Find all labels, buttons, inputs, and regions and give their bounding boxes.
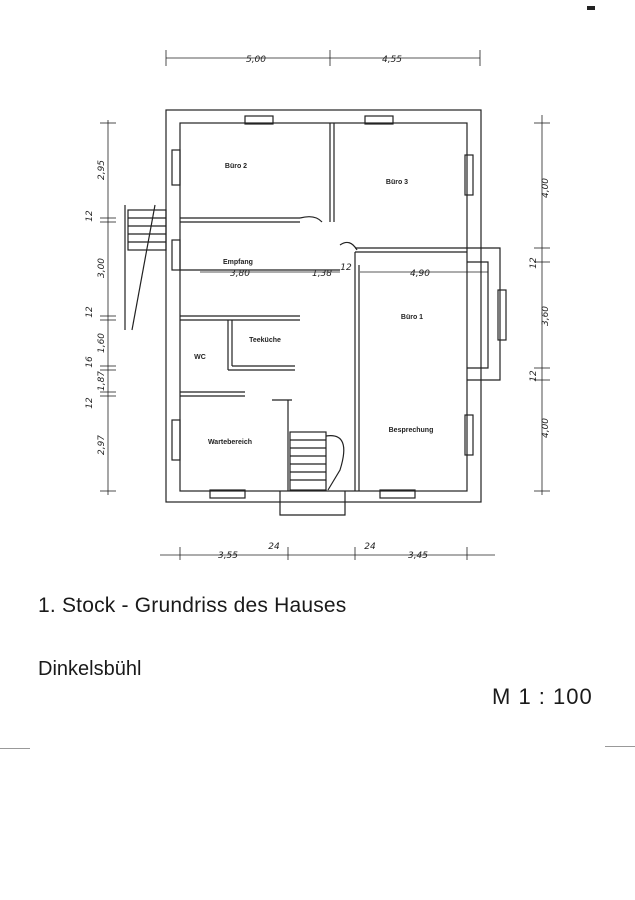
dim-right-3: 3,60	[541, 306, 551, 326]
dim-right-5: 4,00	[541, 418, 551, 438]
window-bottom-1	[209, 489, 246, 499]
window-left-2	[171, 239, 181, 271]
window-right-3	[497, 289, 507, 341]
window-left-1	[171, 149, 181, 186]
plan-scale: M 1 : 100	[492, 684, 593, 709]
room-empfang: Empfang	[223, 259, 253, 266]
dim-left-4: 12	[85, 306, 95, 318]
dim-left-7: 1,87	[97, 371, 107, 391]
dim-right-2: 12	[529, 257, 539, 269]
dim-bottom-left: 3,55	[218, 551, 238, 560]
dim-top-right: 4,55	[382, 55, 402, 65]
outer-wall-outer	[165, 109, 482, 503]
bump-out-inner	[467, 261, 489, 369]
dimension-lines	[100, 50, 550, 560]
dim-bottom-wall-right: 24	[364, 542, 376, 552]
edge-mark-left	[0, 748, 30, 749]
stair-curve	[325, 435, 345, 491]
window-right-1	[464, 154, 474, 196]
entry-outer	[279, 491, 346, 516]
dim-left-3: 3,00	[97, 258, 107, 278]
staircase	[289, 431, 327, 491]
dim-left-2: 12	[85, 210, 95, 222]
dim-left-8: 12	[85, 397, 95, 409]
dim-left-6: 16	[85, 356, 95, 368]
dim-left-9: 2,97	[97, 435, 107, 455]
window-top-1	[244, 115, 274, 125]
dim-empfang-gap: 1,38	[312, 269, 332, 279]
room-wc: WC	[194, 354, 206, 361]
dim-bottom-right: 3,45	[408, 551, 428, 560]
room-buero2: Büro 2	[225, 163, 247, 170]
dim-wall-mid: 12	[340, 263, 352, 273]
plan-walls	[124, 109, 507, 516]
dim-left-5: 1,60	[97, 333, 107, 353]
window-left-3	[171, 419, 181, 461]
outer-wall-inner	[179, 122, 468, 492]
dim-right-4: 12	[529, 370, 539, 382]
floor-plan: Büro 2 Büro 3 Empfang Teeküche WC Büro 1…	[85, 50, 551, 560]
edge-mark-right	[605, 746, 635, 747]
ext-stair	[127, 209, 167, 251]
dim-left-1: 2,95	[97, 160, 107, 180]
room-buero1: Büro 1	[401, 314, 423, 321]
bump-out-outer	[467, 247, 501, 381]
room-buero3: Büro 3	[386, 179, 408, 186]
room-wartebereich: Wartebereich	[208, 439, 252, 446]
window-right-2	[464, 414, 474, 456]
dim-bottom-wall-left: 24	[268, 542, 280, 552]
room-besprechung: Besprechung	[389, 427, 434, 434]
corner-mark	[587, 6, 595, 10]
window-top-2	[364, 115, 394, 125]
door-arc	[339, 241, 358, 251]
dim-right-1: 4,00	[541, 178, 551, 198]
plan-location: Dinkelsbühl	[38, 658, 142, 680]
plan-title: 1. Stock - Grundriss des Hauses	[38, 594, 347, 617]
window-bottom-2	[379, 489, 416, 499]
dim-top-left: 5,00	[246, 55, 266, 65]
right-dims: 4,00 12 3,60 12 4,00	[529, 178, 551, 438]
dim-empfang-width: 3,80	[230, 269, 250, 279]
room-teekueche: Teeküche	[249, 337, 281, 344]
dim-buero1-width: 4,90	[410, 269, 430, 279]
left-dims: 2,95 12 3,00 12 1,60 16 1,87 12 2,97	[85, 160, 107, 455]
